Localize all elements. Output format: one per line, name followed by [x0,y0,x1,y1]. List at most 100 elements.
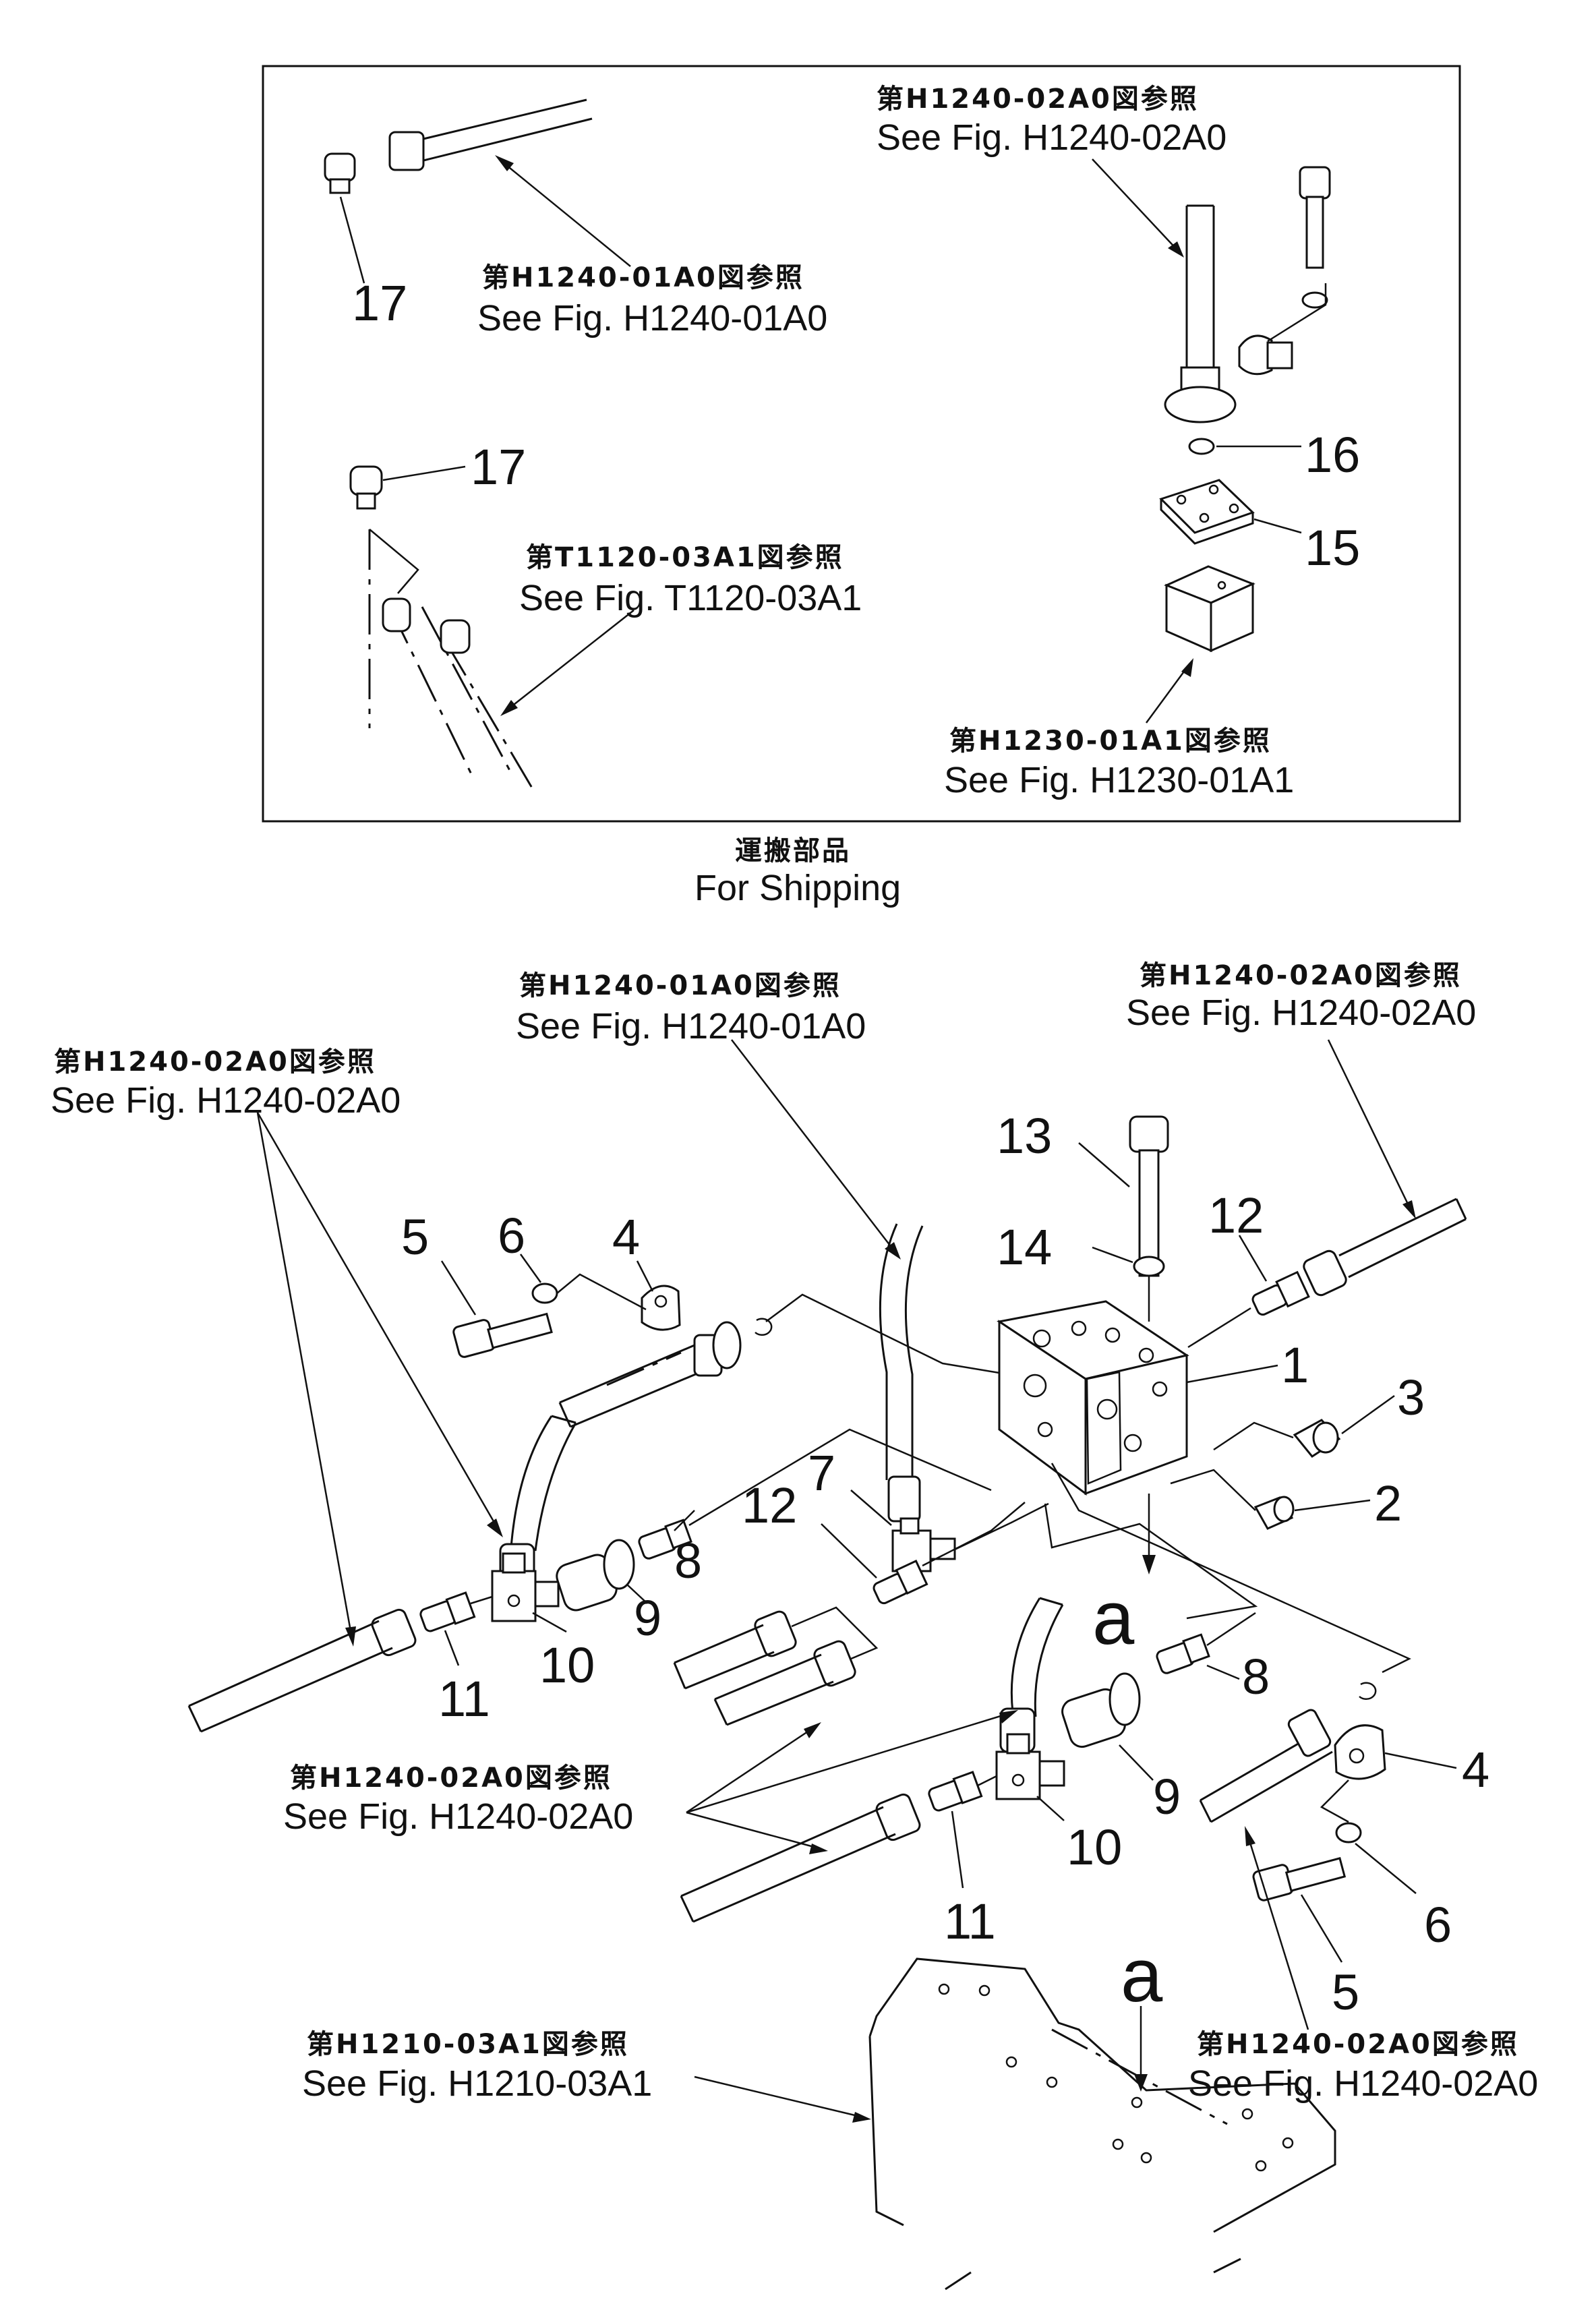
part-number-15: 15 [1305,520,1360,576]
arrow-ref-h124002-left-b [345,1626,356,1647]
leader-ref-h124002-center-b [686,1725,817,1814]
leader-ref-t112003 [504,610,634,713]
hose-upper-left [558,1321,742,1428]
inset-dashed-pipes [368,529,534,790]
leader-9-a [626,1584,648,1604]
connector-line-10-b [977,1775,997,1787]
plug-3 [1293,1419,1341,1458]
washer-6-a [531,1282,558,1304]
leader-ref-h124001-inset [498,158,631,267]
leader-ref-h123001 [1145,664,1191,724]
connector-line-10-a [470,1595,493,1605]
part-number-10-b: 10 [1067,1819,1122,1875]
part-number-8-b: 8 [1242,1649,1270,1705]
leader-11-b [951,1810,964,1889]
leader-ref-h124001-main [731,1039,897,1255]
arrow-ref-t112003 [500,700,518,716]
arrow-a-lower [1134,2074,1148,2092]
shipping-label-en: For Shipping [694,868,901,908]
leader-2 [1294,1499,1371,1512]
clamp-4-b [1334,1724,1386,1780]
elbow-7 [891,1517,956,1572]
leader-5-b [1300,1894,1343,1963]
connector-line-8-a [688,1428,992,1527]
leader-ref-h124002-top-right [1327,1039,1414,1214]
snap-ring-lower [1359,1682,1377,1700]
connector-line-block-down [1044,1503,1258,1620]
leader-14 [1092,1246,1133,1264]
pipe-lower-right [1199,1709,1333,1823]
part-number-14: 14 [997,1219,1052,1275]
leader-10-b [1036,1796,1065,1821]
ref-en-h124001-main: See Fig. H1240-01A0 [516,1006,866,1046]
part-number-3: 3 [1397,1369,1425,1425]
part-number-12-upper: 12 [1208,1187,1264,1243]
inset-bolt [1299,166,1331,269]
part-number-4-a: 4 [612,1209,640,1265]
part-number-6-b: 6 [1424,1897,1452,1953]
leader-ref-h124002-left-a [256,1112,500,1531]
ref-jp-h124002-top-right: 第H1240-02A0図参照 [1140,960,1462,991]
leader-ref-h121003 [694,2075,864,2119]
snap-ring-upper [755,1318,773,1336]
hose-long-lower [680,1793,921,1923]
part-number-9-b: 9 [1153,1769,1181,1825]
part-number-4-b: 4 [1462,1742,1489,1798]
arrow-ref-h124002-left-a [487,1518,503,1537]
leader-8-b [1206,1664,1240,1680]
inset-block [1164,565,1255,653]
inset-plate-15 [1159,479,1255,545]
leader-10-a [532,1612,567,1633]
ref-en-h124002-right: See Fig. H1240-02A0 [1188,2063,1538,2104]
inset-pipe-end-top [388,98,593,171]
leader-8-a [674,1510,695,1531]
arrow-ref-h123001 [1181,658,1193,677]
bolt-path-5-a [556,1273,647,1311]
connector-line-7 [954,1502,1049,1551]
leader-ref-h124002-center-a [686,1711,1012,1814]
arrow-ref-h124001-main [885,1242,901,1260]
leader-ref-h124002-inset [1092,158,1181,254]
part-number-17-a: 17 [352,275,407,331]
ref-jp-t112003: 第T1120-03A1図参照 [526,542,844,573]
hose-to-elbow-7 [879,1223,924,1523]
section-mark-a-lower: a [1121,1933,1163,2017]
connector-line-8-b [1206,1612,1256,1647]
leader-12-lower [821,1523,877,1579]
part-number-2: 2 [1374,1475,1402,1531]
part-number-8-a: 8 [674,1533,702,1589]
ref-en-h124002-inset: See Fig. H1240-02A0 [877,117,1226,158]
connector-line-12-upper [1187,1307,1251,1349]
ref-en-h121003: See Fig. H1210-03A1 [302,2063,652,2104]
connector-line-block-right [1051,1463,1411,1674]
leader-ref-h124002-left-b [256,1112,353,1639]
ref-jp-h124002-left: 第H1240-02A0図参照 [54,1046,376,1078]
leader-6-a [519,1254,542,1283]
ref-en-h124001-inset: See Fig. H1240-01A0 [477,298,827,338]
adapter-9-a [556,1539,635,1612]
ref-jp-h124002-center: 第H1240-02A0図参照 [290,1763,612,1794]
fitting-11-b [928,1771,983,1812]
leader-3 [1341,1394,1395,1435]
arrow-ref-h124002-inset [1168,241,1184,258]
tee-10-b [995,1733,1065,1800]
leader-17-b [382,465,466,481]
ref-en-h124002-center: See Fig. H1240-02A0 [283,1796,633,1837]
leader-6-b [1355,1843,1417,1894]
part-number-17-b: 17 [471,439,526,495]
ref-jp-h121003: 第H1210-03A1図参照 [307,2029,629,2060]
part-number-7: 7 [808,1445,835,1501]
part-number-5-b: 5 [1332,1964,1359,2020]
part-number-16: 16 [1305,427,1360,483]
part-number-1: 1 [1281,1337,1309,1393]
pipes-middle [673,1606,879,1726]
ref-en-t112003: See Fig. T1120-03A1 [519,578,862,618]
ref-jp-h124002-right: 第H1240-02A0図参照 [1197,2029,1519,2060]
inset-washer [1301,291,1328,309]
leader-ref-h124002-right [1246,1833,1309,2030]
clamp-4-a [641,1285,681,1331]
ref-jp-h124002-inset: 第H1240-02A0図参照 [877,84,1199,115]
ref-jp-h124001-main: 第H1240-01A0図参照 [519,970,841,1001]
section-mark-a-upper: a [1092,1576,1135,1660]
